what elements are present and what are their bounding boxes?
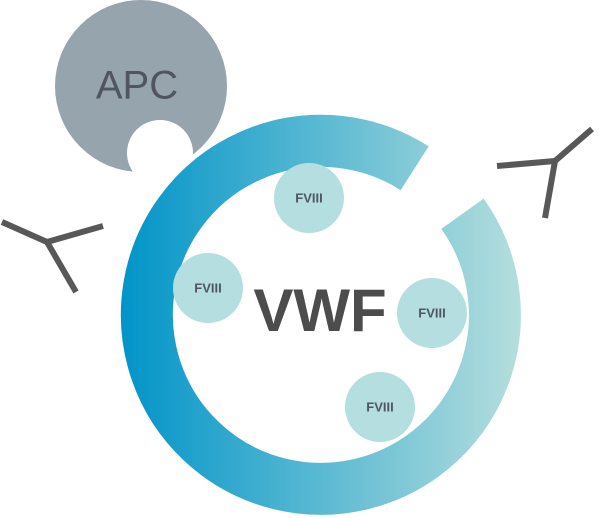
antibody-y-icon <box>0 219 104 294</box>
fviii-circle <box>345 372 415 442</box>
vwf-ring <box>120 114 521 515</box>
apc-circle <box>55 0 227 172</box>
fviii-label: FVIII <box>418 305 445 320</box>
vwf-ring-main-arc <box>120 114 521 515</box>
fviii-label: FVIII <box>366 399 393 414</box>
apc-molecule: APC <box>55 0 227 172</box>
fviii-molecule: FVIII <box>274 163 344 233</box>
fviii-circle <box>397 278 467 348</box>
fviii-molecule: FVIII <box>397 278 467 348</box>
fviii-circle <box>173 253 243 323</box>
fviii-circle <box>274 163 344 233</box>
antibody-y-icon <box>496 126 594 219</box>
fviii-label: FVIII <box>194 280 221 295</box>
fviii-molecule: FVIII <box>345 372 415 442</box>
fviii-label: FVIII <box>295 190 322 205</box>
vwf-label: VWF <box>253 277 386 344</box>
apc-label: APC <box>96 64 178 108</box>
fviii-molecule: FVIII <box>173 253 243 323</box>
